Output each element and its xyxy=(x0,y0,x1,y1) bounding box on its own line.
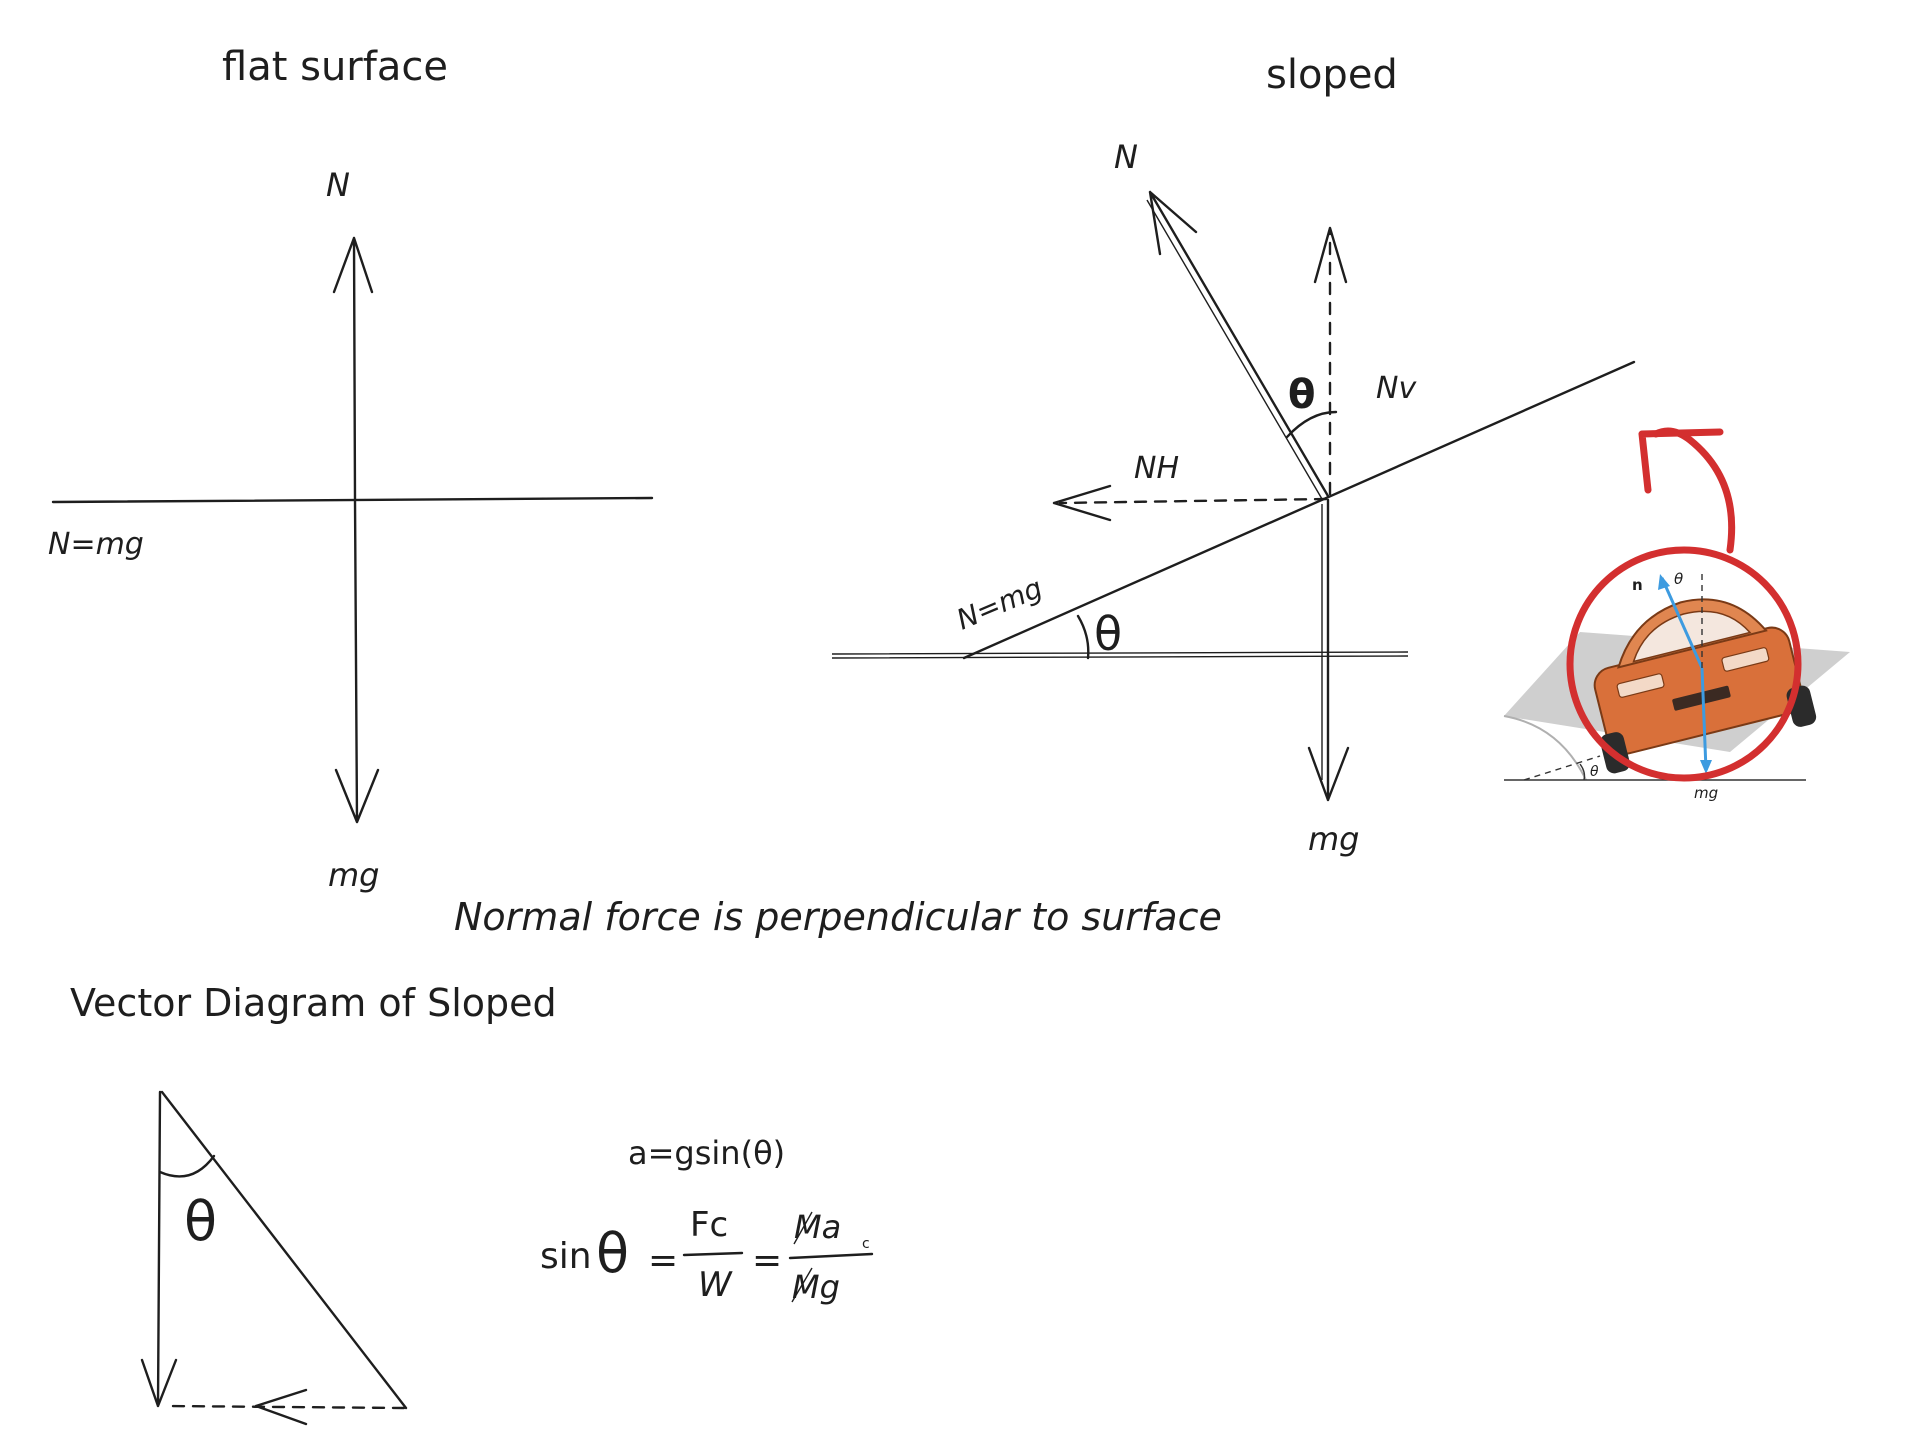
car-banked-curve-illustration: θ n θ mg xyxy=(1503,427,1850,802)
flat-weight-arrow xyxy=(334,498,380,824)
sloped-theta-arc-incline xyxy=(1076,614,1090,660)
equation-mg-cancel xyxy=(791,1267,813,1303)
inset-weight-vector xyxy=(1700,667,1708,771)
flat-label-normal: N xyxy=(326,166,350,204)
equations: a=gsin(θ) sin θ = Fc W = Ma c Mg xyxy=(540,1134,874,1306)
sloped-label-nv: Nv xyxy=(1376,371,1417,406)
sloped-theta-arc-top xyxy=(1285,410,1338,439)
equation-fraction-bar-2 xyxy=(788,1252,874,1260)
sloped-weight-arrow xyxy=(1307,498,1350,802)
equation-acceleration: a=gsin(θ) xyxy=(628,1134,785,1172)
sloped-nv-head xyxy=(1313,226,1348,284)
flat-surface-line xyxy=(51,496,654,504)
sloped-normal-arrow xyxy=(1148,190,1330,498)
flat-surface-diagram: flat surface N N=mg mg xyxy=(48,44,654,894)
equation-ma-cancel xyxy=(793,1211,813,1245)
sloped-normal-arrow-double xyxy=(1146,199,1323,500)
inset-label-n: n xyxy=(1632,576,1643,594)
highlight-arrow-head xyxy=(1638,428,1724,494)
inset-label-theta-top: θ xyxy=(1674,570,1683,588)
vector-diagram: Vector Diagram of Sloped θ xyxy=(70,981,557,1426)
flat-label-eq: N=mg xyxy=(48,527,144,562)
equation-equals-1: = xyxy=(648,1240,678,1281)
inset-normal-vector xyxy=(1660,577,1704,669)
sloped-ground-line xyxy=(831,651,1409,659)
road-edge-curve xyxy=(1503,715,1587,781)
equation-fraction-bar-1 xyxy=(682,1251,744,1257)
inset-label-mg: mg xyxy=(1694,784,1718,802)
caption-normal-force: Normal force is perpendicular to surface xyxy=(454,895,1222,939)
sloped-diagram: sloped N Nv θ NH N=mg θ mg xyxy=(831,52,1636,858)
sloped-label-mg: mg xyxy=(1308,820,1359,858)
equation-w: W xyxy=(698,1265,733,1305)
equation-sin: sin xyxy=(540,1236,592,1277)
sloped-incline-line xyxy=(962,360,1636,660)
vector-base-dashed xyxy=(164,1404,406,1410)
equation-fc: Fc xyxy=(690,1205,728,1245)
highlight-circle xyxy=(1566,546,1802,782)
vector-theta-arc xyxy=(158,1154,216,1178)
flat-normal-arrow xyxy=(332,236,374,502)
equation-ma: Ma xyxy=(794,1208,841,1246)
vector-hypotenuse xyxy=(160,1090,408,1410)
inset-weight-head xyxy=(1700,760,1712,774)
flat-label-weight: mg xyxy=(328,856,379,894)
vector-title: Vector Diagram of Sloped xyxy=(70,981,557,1025)
equation-ma-subscript: c xyxy=(862,1236,870,1252)
sloped-label-nh: NH xyxy=(1134,451,1179,486)
sloped-label-theta-incline: θ xyxy=(1094,607,1122,661)
vector-vertical-arrow xyxy=(140,1090,178,1408)
sloped-label-theta-top: θ xyxy=(1288,372,1315,418)
equation-mg: Mg xyxy=(792,1268,840,1306)
sloped-nh-head xyxy=(1052,484,1112,522)
car-body xyxy=(1593,598,1817,774)
vector-base-head xyxy=(254,1388,308,1426)
vector-label-theta: θ xyxy=(184,1190,217,1253)
inset-incline-dashed xyxy=(1523,755,1601,781)
flat-title: flat surface xyxy=(222,44,448,90)
equation-equals-2: = xyxy=(752,1240,782,1281)
inset-normal-head xyxy=(1658,574,1670,590)
equation-theta: θ xyxy=(596,1222,629,1285)
inset-label-theta-bottom: θ xyxy=(1590,764,1599,780)
sloped-label-n: N xyxy=(1114,138,1138,176)
highlight-arrow xyxy=(1652,427,1736,554)
sloped-title: sloped xyxy=(1266,52,1398,98)
sloped-nh-dashed xyxy=(1058,497,1328,505)
inset-theta-arc-bottom xyxy=(1579,763,1586,781)
